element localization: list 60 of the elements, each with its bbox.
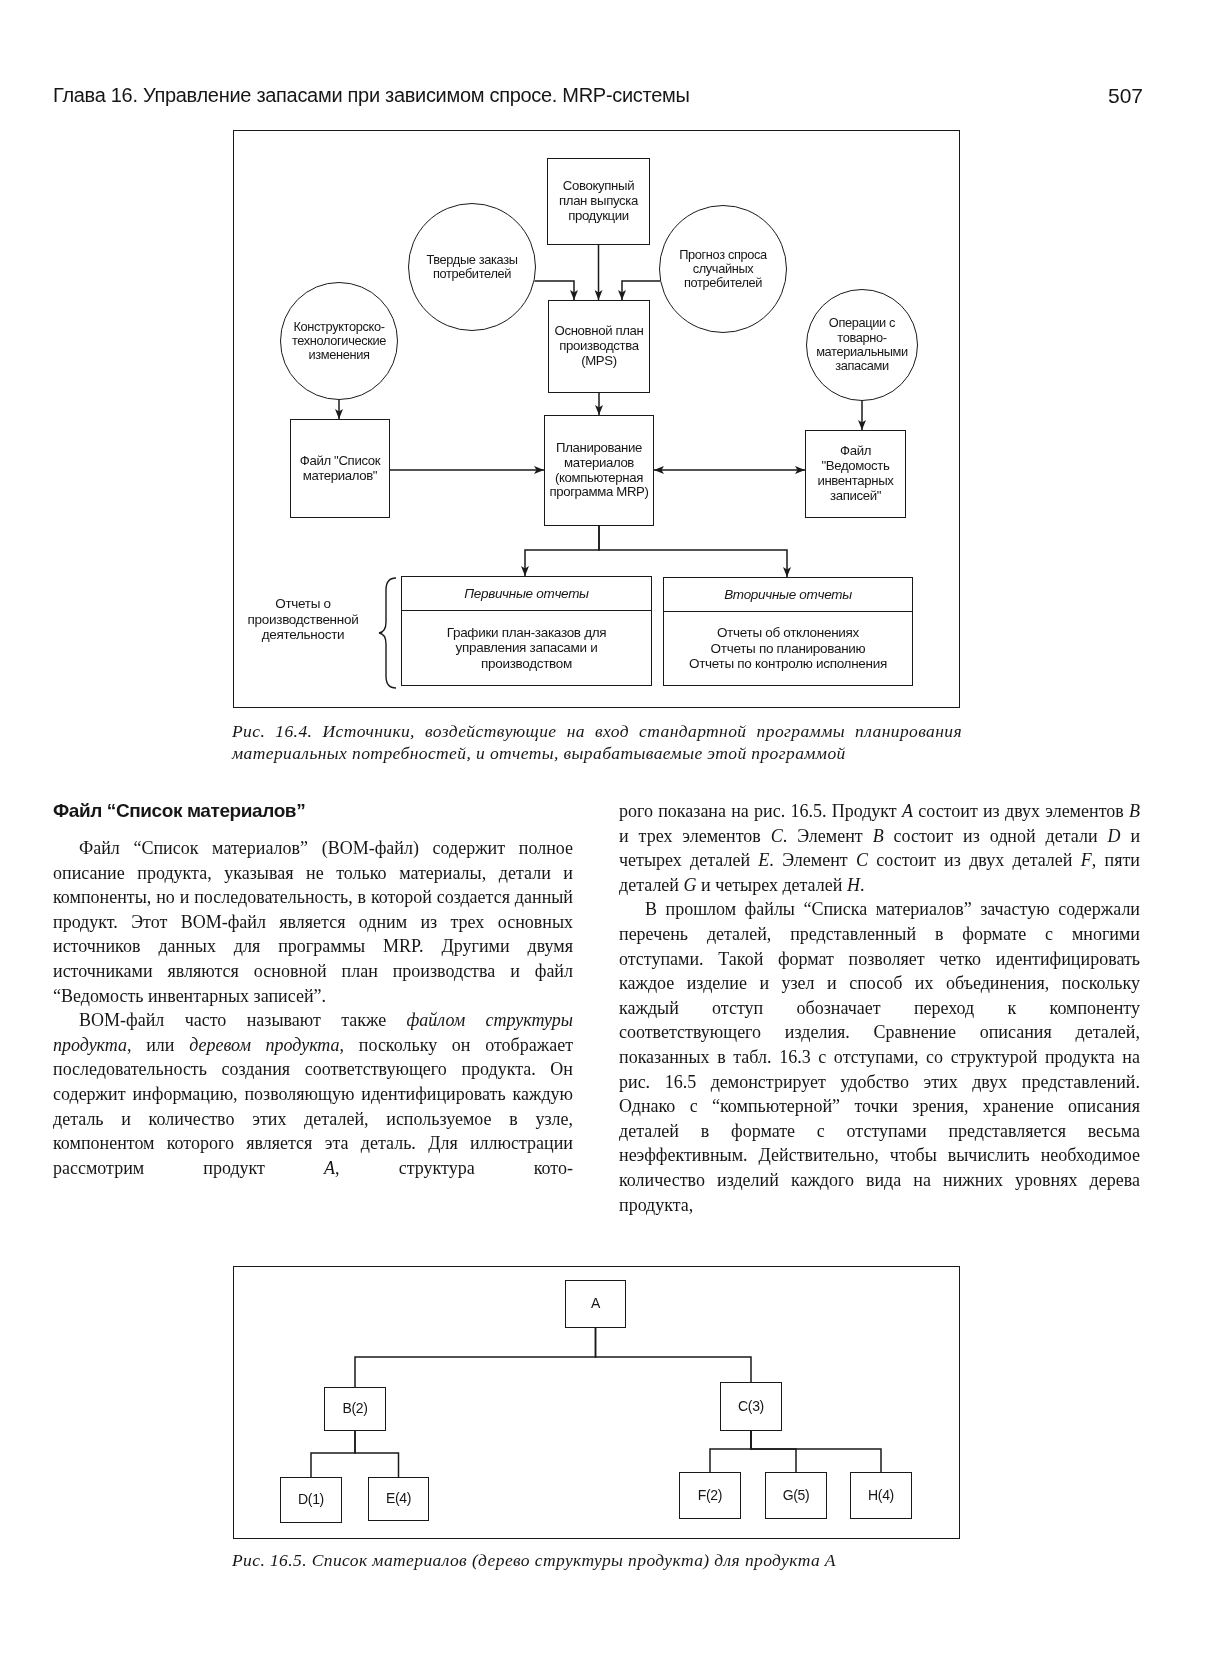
box-label: Основной план производства (MPS) — [553, 324, 645, 369]
box-label: Файл "Ведомость инвентарных записей" — [816, 444, 895, 504]
section-heading: Файл “Список материалов” — [53, 799, 307, 823]
arrow — [598, 525, 791, 578]
figure-caption: Рис. 16.5. Список материалов (дерево структуры продукта) для продукта A — [232, 1549, 837, 1571]
connector-line — [354, 1430, 400, 1478]
report-item: Отчеты по планированию — [710, 640, 866, 657]
process-box — [805, 430, 906, 518]
item-box — [280, 1477, 342, 1523]
item-label: D(1) — [297, 1492, 325, 1508]
box-label: Совокупный план выпуска продукции — [558, 179, 640, 224]
item-box — [565, 1280, 626, 1328]
bracket-label: Отчеты о производственной деятельности — [246, 596, 360, 643]
connector-line — [750, 1430, 882, 1473]
report-box — [401, 576, 652, 686]
circle-label: Прогноз спроса случайных потребителей — [678, 247, 768, 291]
process-box — [544, 415, 654, 526]
circle-label: Конструкторско-технологические изменения — [290, 319, 388, 363]
double-arrow — [653, 466, 806, 474]
arrow — [595, 392, 603, 416]
circle-label: Твердые заказы потребителей — [425, 252, 519, 282]
item-box — [368, 1477, 429, 1521]
item-box — [720, 1382, 782, 1431]
arrow — [594, 244, 603, 301]
report-heading: Вторичные отчеты — [724, 587, 852, 602]
arrow — [618, 280, 661, 301]
report-item: Графики план-заказов для управления запасами и производством — [445, 624, 608, 672]
arrow — [533, 280, 578, 301]
report-item: Отчеты по контролю исполнения — [689, 656, 887, 672]
report-item: Отчеты об отклонениях — [716, 625, 860, 641]
item-label: B(2) — [341, 1401, 369, 1417]
figure-caption: Рис. 16.4. Источники, воздействующие на вход стандартной программы планирования материальных потребностей, и отчеты, вырабатываемые этой программой — [232, 720, 962, 764]
item-box — [679, 1472, 741, 1519]
item-box — [765, 1472, 827, 1519]
report-box — [663, 577, 913, 686]
process-box — [290, 419, 390, 518]
box-label: Планирование материалов (компьютерная программа MRP) — [548, 440, 650, 501]
paragraph: Файл “Список материалов” (BOM-файл) содержит полное описание продукта, указывая не только материалы, детали и компоненты, но и последовательность, в которой создается данный продукт. Этот BOM-файл является одним из трех основных источников данных для программы MRP. Другими двумя источниками являются основной план производства и файл “Ведомость инвентарных записей”. — [53, 837, 573, 1008]
paragraph: рого показана на рис. 16.5. Продукт A состоит из двух элементов B и трех элементов C. Элемент B состоит из одной детали D и четырех деталей E. Элемент C состоит из двух деталей F, пяти деталей G и четырех деталей H. — [619, 800, 1140, 897]
item-label: G(5) — [781, 1487, 811, 1504]
process-box — [548, 300, 650, 393]
box-label: Файл "Список материалов" — [298, 453, 382, 484]
item-box — [324, 1387, 386, 1431]
circle-label: Операции с товарно-материальными запасами — [815, 316, 909, 374]
item-box — [850, 1472, 912, 1519]
item-label: F(2) — [696, 1487, 724, 1504]
item-label: A — [590, 1296, 601, 1312]
connector-line — [594, 1327, 752, 1383]
item-label: E(4) — [384, 1491, 413, 1507]
paragraph: В прошлом файлы “Списка материалов” зачастую содержали перечень деталей, представленный в формате с многими отступами. Такой формат позволяет четко идентифицировать каждое изделие и узел и способ их объединения, поскольку каждый отступ обозначает переход к компоненту соответствующего изделия. Сравнение описания деталей, показанных в табл. 16.3 с отступами, со структурой продукта на рис. 16.5 демонстрирует удобство этих двух представлений. Однако с “компьютерной” точки зрения, хранение описания деталей в формате с отступами представляется весьма неэффективным. Действительно, чтобы вычислить необходимое количество изделий каждого вида на нижних уровнях дерева продукта, — [619, 898, 1140, 1217]
item-label: H(4) — [867, 1487, 895, 1504]
running-head: Глава 16. Управление запасами при зависимом спросе. MRP-системы — [53, 84, 690, 107]
report-heading: Первичные отчеты — [464, 586, 589, 601]
arrow — [389, 466, 545, 474]
arrow — [335, 399, 343, 420]
item-label: C(3) — [737, 1398, 765, 1415]
process-box — [547, 158, 650, 245]
arrow — [858, 400, 866, 431]
page-number: 507 — [1108, 84, 1144, 108]
paragraph: BOM-файл часто называют также файлом структуры продукта, или деревом продукта, поскольку он отображает последовательность создания соответствующего продукта. Он содержит информацию, позволяющую идентифицировать каждую деталь и количество этих деталей, используемое в узле, компонентом которого является эта деталь. Для иллюстрации рассмотрим продукт A, структура кото- — [53, 1009, 573, 1180]
